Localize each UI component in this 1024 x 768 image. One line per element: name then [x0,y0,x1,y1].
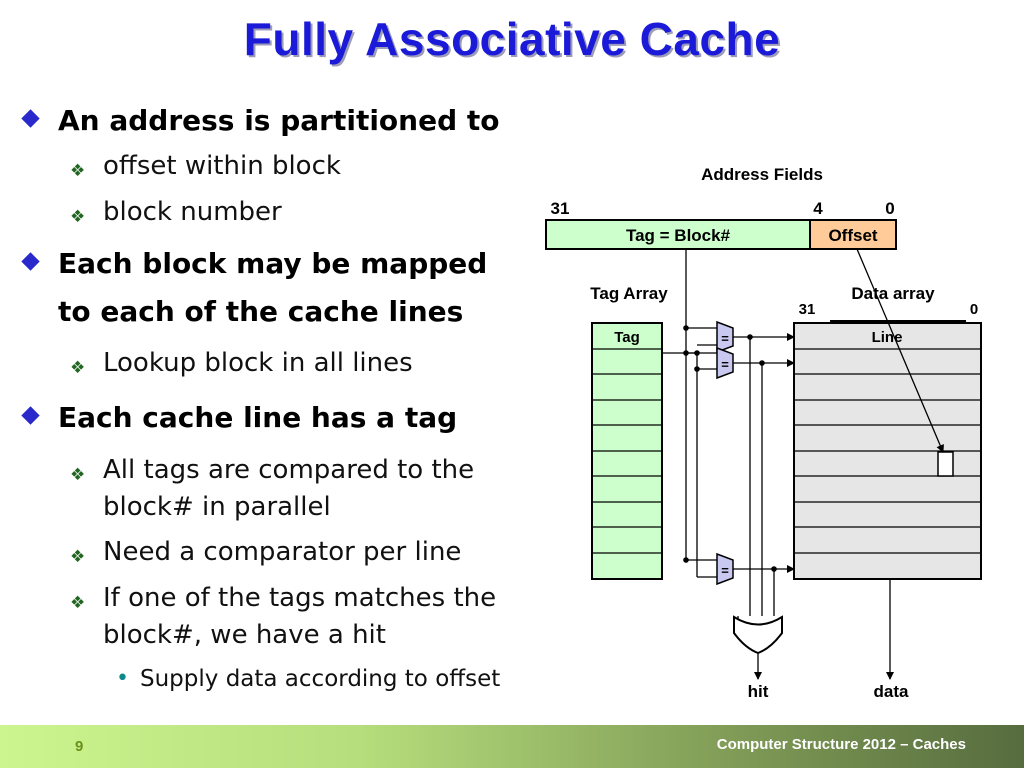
tag-field-box [545,219,811,250]
or-gate [733,615,783,655]
svg-text:=: = [721,331,729,346]
comparator-1: = [716,320,734,354]
cache-diagram: Address Fields 31 4 0 Tag = Block# Offse… [545,165,982,701]
tag-array-rows [592,348,662,554]
data-label: data [874,682,910,701]
bit-0-label: 0 [885,199,894,218]
footer-text: Computer Structure 2012 – Caches [716,736,966,753]
bullet-text: An address is partitioned to [58,104,500,137]
sub-bullet-text: offset within block [103,151,341,181]
clover-bullet-icon: ❖ [70,358,86,378]
page-number: 9 [75,738,84,755]
bullet-text: Each block may be mapped [58,247,488,280]
sub-bullet-text: block# in parallel [103,492,331,522]
selected-byte-box [937,451,954,477]
clover-bullet-icon: ❖ [70,547,86,567]
comparator-2: = [716,346,734,380]
or-gate-input-lines [737,337,775,620]
clover-bullet-icon: ❖ [70,161,86,181]
clover-bullet-icon: ❖ [70,465,86,485]
offset-field-label: Offset [828,226,877,245]
data-bit-0-label: 0 [970,301,978,318]
data-array-rows [794,348,981,554]
hit-label: hit [748,682,769,701]
comparator-n: = [716,552,734,586]
sub-bullet-text: If one of the tags matches the [103,583,497,613]
bullet-text: Each cache line has a tag [58,401,458,434]
sub-bullet-text: block#, we have a hit [103,620,386,650]
line-header: Line [872,329,903,346]
data-array-label: Data array [851,284,935,303]
bit-31-label: 31 [551,199,570,218]
sub-bullet-text: block number [103,197,282,227]
clover-bullet-icon: ❖ [70,207,86,227]
svg-text:=: = [721,357,729,372]
sub-bullet-text: All tags are compared to the [103,455,475,485]
tag-array-label: Tag Array [590,284,668,303]
bit-4-label: 4 [813,199,823,218]
data-bit-31-label: 31 [799,301,816,318]
sub-bullet-text: Lookup block in all lines [103,348,413,378]
sub-sub-bullet-text: Supply data according to offset [140,666,501,692]
offset-pointer-arrow [856,248,944,453]
tag-header: Tag [614,329,640,346]
dot-bullet-icon: • [116,666,129,691]
address-fields-label: Address Fields [701,165,823,184]
offset-field-box [809,219,897,250]
comparator-input-lines [686,327,717,578]
footer-bar: 9 Computer Structure 2012 – Caches [0,725,1024,768]
clover-bullet-icon: ❖ [70,593,86,613]
tag-field-label: Tag = Block# [626,226,731,245]
svg-text:=: = [721,563,729,578]
bullet-text: to each of the cache lines [58,295,464,328]
sub-bullet-text: Need a comparator per line [103,537,462,567]
slide-title: Fully Associative Cache [243,13,781,65]
